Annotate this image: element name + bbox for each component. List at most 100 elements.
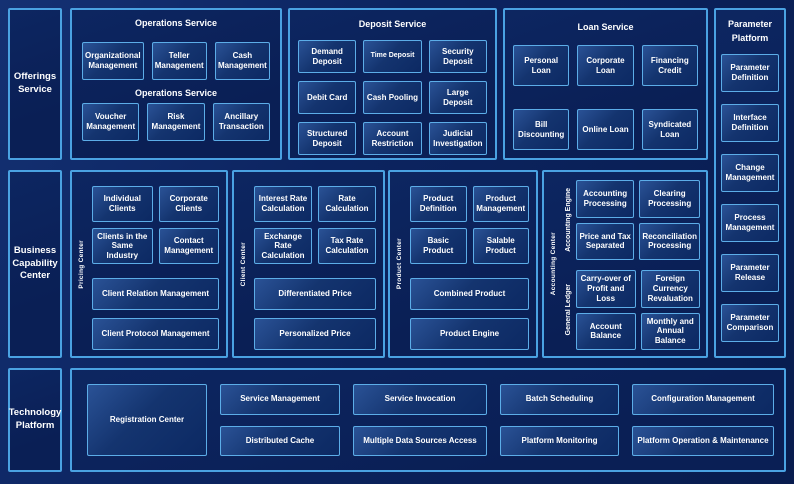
technology-platform-label: Technology Platform (8, 368, 62, 472)
block-configuration-management: Configuration Management (632, 384, 774, 415)
block-voucher-management: Voucher Management (82, 103, 140, 141)
parameter-platform-panel: Parameter Platform Parameter Definition … (714, 8, 786, 358)
block-demand-deposit: Demand Deposit (298, 40, 357, 73)
block-corporate-loan: Corporate Loan (577, 45, 634, 86)
technology-platform-content: Registration Center Service Management D… (72, 370, 784, 470)
block-security-deposit: Security Deposit (428, 40, 487, 73)
block-client-protocol-management: Client Protocol Management (92, 318, 219, 350)
block-individual-clients: Individual Clients (92, 186, 153, 222)
client-center-vertical-label: Client Center (240, 241, 247, 287)
block-multiple-data-sources-access: Multiple Data Sources Access (353, 425, 487, 456)
technology-column-1: Service Management Distributed Cache (220, 384, 340, 456)
general-ledger-vertical-label: General Ledger (565, 284, 572, 336)
pricing-center-vertical-label: Pricing Center (78, 239, 85, 289)
block-basic-product: Basic Product (410, 228, 467, 264)
general-ledger-grid: Carry-over of Profit and Loss Foreign Cu… (576, 270, 700, 350)
block-parameter-release: Parameter Release (721, 253, 779, 292)
accounting-engine-grid: Accounting Processing Clearing Processin… (576, 180, 700, 260)
block-personalized-price: Personalized Price (254, 318, 376, 350)
block-parameter-comparison: Parameter Comparison (721, 303, 779, 342)
deposit-service-panel: Deposit Service Demand Deposit Time Depo… (288, 8, 497, 160)
operations-row-1: Organizational Management Teller Managem… (72, 42, 280, 80)
block-reconciliation-processing: Reconciliation Processing (639, 222, 700, 260)
block-batch-scheduling: Batch Scheduling (500, 384, 619, 415)
block-service-management: Service Management (220, 384, 340, 415)
general-ledger-group: General Ledger Carry-over of Profit and … (561, 270, 700, 350)
block-monthly-and-annual-balance: Monthly and Annual Balance (640, 312, 700, 350)
loan-service-panel: Loan Service Personal Loan Corporate Loa… (503, 8, 708, 160)
technology-platform-panel: Registration Center Service Management D… (70, 368, 786, 472)
accounting-engine-group: Accounting Engine Accounting Processing … (561, 180, 700, 260)
product-center-panel: Product Center Product Definition Produc… (388, 170, 538, 358)
operations-service-title: Operations Service (134, 18, 218, 28)
block-clients-same-industry: Clients in the Same Industry (92, 228, 153, 264)
block-time-deposit: Time Deposit (363, 40, 422, 73)
block-distributed-cache: Distributed Cache (220, 425, 340, 456)
operations-service-center-label: Operations Service (134, 88, 218, 98)
accounting-center-vertical-label: Accounting Center (550, 232, 557, 296)
block-differentiated-price: Differentiated Price (254, 278, 376, 310)
block-account-balance: Account Balance (576, 312, 636, 350)
block-ancillary-transaction: Ancillary Transaction (212, 103, 270, 141)
block-rate-calculation: Rate Calculation (318, 186, 376, 222)
block-service-invocation: Service Invocation (353, 384, 487, 415)
loan-row-2: Bill Discounting Online Loan Syndicated … (505, 109, 706, 150)
block-tax-rate-calculation: Tax Rate Calculation (318, 228, 376, 264)
block-carry-over-of-profit-and-loss: Carry-over of Profit and Loss (576, 270, 636, 308)
block-corporate-clients: Corporate Clients (158, 186, 219, 222)
pricing-center-panel: Pricing Center Individual Clients Corpor… (70, 170, 228, 358)
client-row-2: Exchange Rate Calculation Tax Rate Calcu… (254, 228, 376, 264)
accounting-engine-vertical-label: Accounting Engine (565, 188, 572, 252)
loan-service-title: Loan Service (577, 22, 634, 32)
accounting-center-panel: Accounting Center Accounting Engine Acco… (542, 170, 708, 358)
block-clearing-processing: Clearing Processing (639, 180, 700, 218)
block-process-management: Process Management (721, 203, 779, 242)
block-risk-management: Risk Management (147, 103, 205, 141)
block-contact-management: Contact Management (158, 228, 219, 264)
pricing-row-1: Individual Clients Corporate Clients (92, 186, 219, 222)
block-registration-center: Registration Center (87, 384, 207, 456)
accounting-groups: Accounting Engine Accounting Processing … (561, 172, 700, 356)
product-center-content: Product Definition Product Management Ba… (410, 172, 529, 356)
block-debit-card: Debit Card (298, 81, 357, 114)
client-center-panel: Client Center Interest Rate Calculation … (232, 170, 385, 358)
block-parameter-definition: Parameter Definition (721, 53, 779, 92)
pricing-row-2: Clients in the Same Industry Contact Man… (92, 228, 219, 264)
client-row-1: Interest Rate Calculation Rate Calculati… (254, 186, 376, 222)
block-accounting-processing: Accounting Processing (576, 180, 635, 218)
block-interface-definition: Interface Definition (721, 103, 779, 142)
loan-row-1: Personal Loan Corporate Loan Financing C… (505, 45, 706, 86)
block-foreign-currency-revaluation: Foreign Currency Revaluation (640, 270, 700, 308)
block-cash-management: Cash Management (214, 42, 270, 80)
block-interest-rate-calculation: Interest Rate Calculation (254, 186, 312, 222)
operations-service-panel: Operations Service Organizational Manage… (70, 8, 282, 160)
product-row-2: Basic Product Salable Product (410, 228, 529, 264)
parameter-boxes: Parameter Definition Interface Definitio… (716, 46, 784, 342)
block-judicial-investigation: Judicial Investigation (428, 122, 487, 155)
block-combined-product: Combined Product (410, 278, 529, 310)
block-financing-credit: Financing Credit (641, 45, 698, 86)
block-platform-operation-maintenance: Platform Operation & Maintenance (632, 425, 774, 456)
block-exchange-rate-calculation: Exchange Rate Calculation (254, 228, 312, 264)
block-salable-product: Salable Product (472, 228, 529, 264)
block-cash-pooling: Cash Pooling (363, 81, 422, 114)
product-center-vertical-label: Product Center (396, 238, 403, 290)
block-large-deposit: Large Deposit (428, 81, 487, 114)
deposit-service-title: Deposit Service (358, 19, 427, 29)
block-organizational-management: Organizational Management (82, 42, 144, 80)
block-personal-loan: Personal Loan (513, 45, 570, 86)
block-teller-management: Teller Management (151, 42, 207, 80)
technology-column-4: Configuration Management Platform Operat… (632, 384, 774, 456)
block-client-relation-management: Client Relation Management (92, 278, 219, 310)
client-center-content: Interest Rate Calculation Rate Calculati… (254, 172, 376, 356)
offerings-service-label: Offerings Service (8, 8, 62, 160)
block-product-definition: Product Definition (410, 186, 467, 222)
block-bill-discounting: Bill Discounting (513, 109, 570, 150)
block-account-restriction: Account Restriction (363, 122, 422, 155)
block-syndicated-loan: Syndicated Loan (641, 109, 698, 150)
deposit-grid: Demand Deposit Time Deposit Security Dep… (290, 29, 495, 155)
block-platform-monitoring: Platform Monitoring (500, 425, 619, 456)
parameter-platform-title: Parameter Platform (727, 19, 773, 44)
block-change-management: Change Management (721, 153, 779, 192)
technology-column-3: Batch Scheduling Platform Monitoring (500, 384, 619, 456)
